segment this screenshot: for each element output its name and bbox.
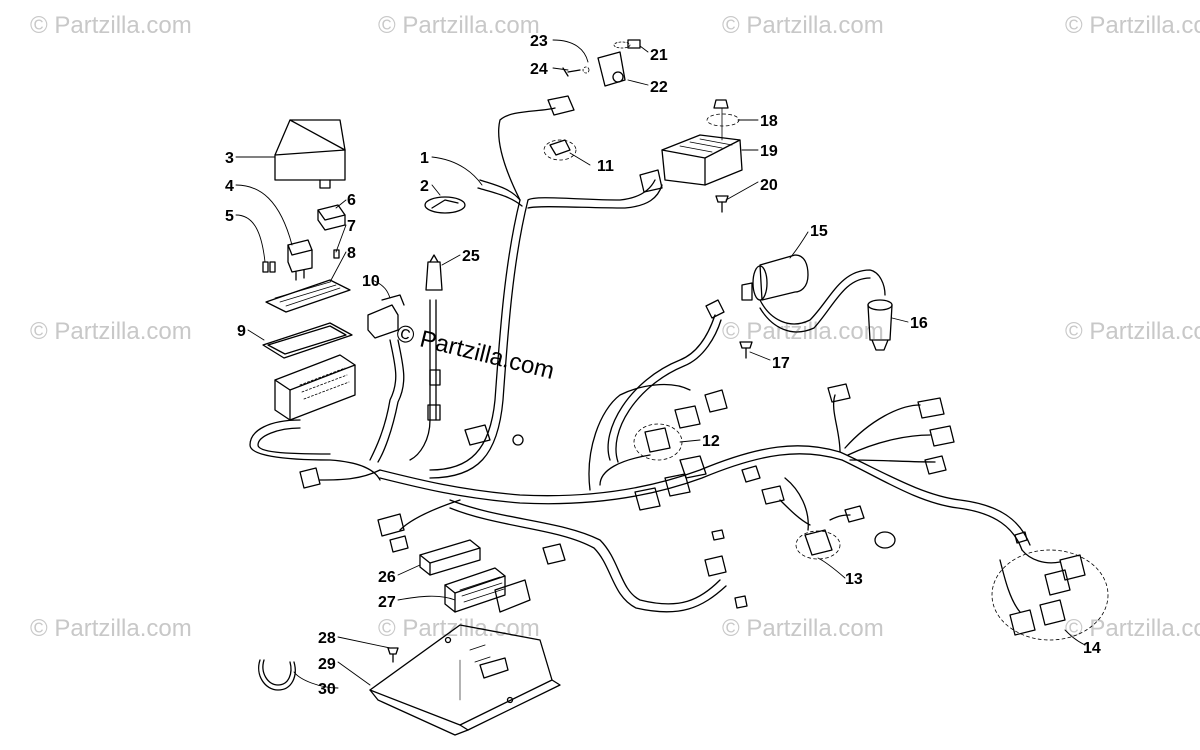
callout-number-20: 20 (760, 177, 778, 194)
fuse-box-base (274, 354, 356, 421)
callout-number-9: 9 (237, 323, 246, 340)
accessory-socket (867, 299, 893, 351)
watermark: © Partzilla.com (30, 12, 192, 39)
fuse-box-connector (367, 294, 405, 339)
mounting-bracket (562, 39, 641, 87)
callout-number-7: 7 (347, 218, 356, 235)
callout-number-10: 10 (362, 273, 380, 290)
nut-18 (706, 99, 740, 141)
callout-number-16: 16 (910, 315, 928, 332)
connector-11 (543, 139, 577, 161)
watermark: © Partzilla.com (1065, 615, 1200, 642)
callout-number-15: 15 (810, 223, 828, 240)
control-module-cover (419, 539, 481, 576)
callout-number-24: 24 (530, 61, 548, 78)
relay-small (317, 204, 346, 231)
callout-number-5: 5 (225, 208, 234, 225)
bolt-28 (387, 647, 399, 663)
callout-number-11: 11 (597, 158, 614, 175)
grommet (424, 196, 466, 214)
bolt-20 (715, 195, 729, 213)
leader-lines (235, 39, 1086, 689)
callout-number-2: 2 (420, 178, 429, 195)
starter-solenoid (741, 254, 809, 301)
callout-number-19: 19 (760, 143, 778, 160)
connector-group-14 (991, 531, 1109, 641)
callout-number-21: 21 (650, 47, 668, 64)
watermark: © Partzilla.com (378, 615, 540, 642)
watermark: © Partzilla.com (1065, 318, 1200, 345)
top-connector (547, 95, 575, 116)
center-watermark: © Partzilla.com (394, 320, 557, 385)
callout-number-14: 14 (1083, 640, 1101, 657)
clamp-ring (258, 659, 296, 691)
callout-number-26: 26 (378, 569, 396, 586)
watermark: © Partzilla.com (722, 12, 884, 39)
relay-large (287, 239, 313, 281)
fuse-box-cover (274, 119, 346, 189)
screw-17 (739, 341, 753, 359)
callout-number-4: 4 (225, 178, 234, 195)
watermark: © Partzilla.com (30, 615, 192, 642)
fuse-blade (262, 261, 276, 273)
main-wiring-harness (249, 107, 1031, 613)
callout-number-6: 6 (347, 192, 356, 209)
watermark: © Partzilla.com (30, 318, 192, 345)
callout-number-18: 18 (760, 113, 778, 130)
voltage-regulator (661, 134, 743, 186)
callout-number-1: 1 (420, 150, 429, 167)
callout-number-27: 27 (378, 594, 396, 611)
callout-number-8: 8 (347, 245, 356, 262)
solenoid-lead-connector (705, 299, 725, 319)
callout-number-22: 22 (650, 79, 668, 96)
callout-number-23: 23 (530, 33, 548, 50)
fuse-box-gasket (262, 322, 353, 359)
watermark: © Partzilla.com (722, 615, 884, 642)
mounting-plate (369, 624, 561, 736)
connector-group-13 (741, 465, 896, 560)
callout-layer: 1234567891011121314151617181920212223242… (225, 33, 1101, 698)
connector-group-12 (633, 389, 728, 511)
sensor-assembly (425, 254, 443, 421)
callout-number-28: 28 (318, 630, 336, 647)
callout-number-13: 13 (845, 571, 863, 588)
fuse-label-panel (265, 279, 351, 313)
control-module (444, 567, 506, 613)
callout-number-29: 29 (318, 656, 336, 673)
fuse-mini (333, 249, 340, 259)
lower-connectors (299, 424, 748, 613)
callout-number-12: 12 (702, 433, 720, 450)
watermark: © Partzilla.com (378, 12, 540, 39)
right-connectors (827, 383, 955, 475)
callout-number-17: 17 (772, 355, 790, 372)
callout-number-3: 3 (225, 150, 234, 167)
callout-number-25: 25 (462, 248, 480, 265)
top-right-connector (639, 169, 663, 193)
watermark: © Partzilla.com (1065, 12, 1200, 39)
callout-number-30: 30 (318, 681, 336, 698)
